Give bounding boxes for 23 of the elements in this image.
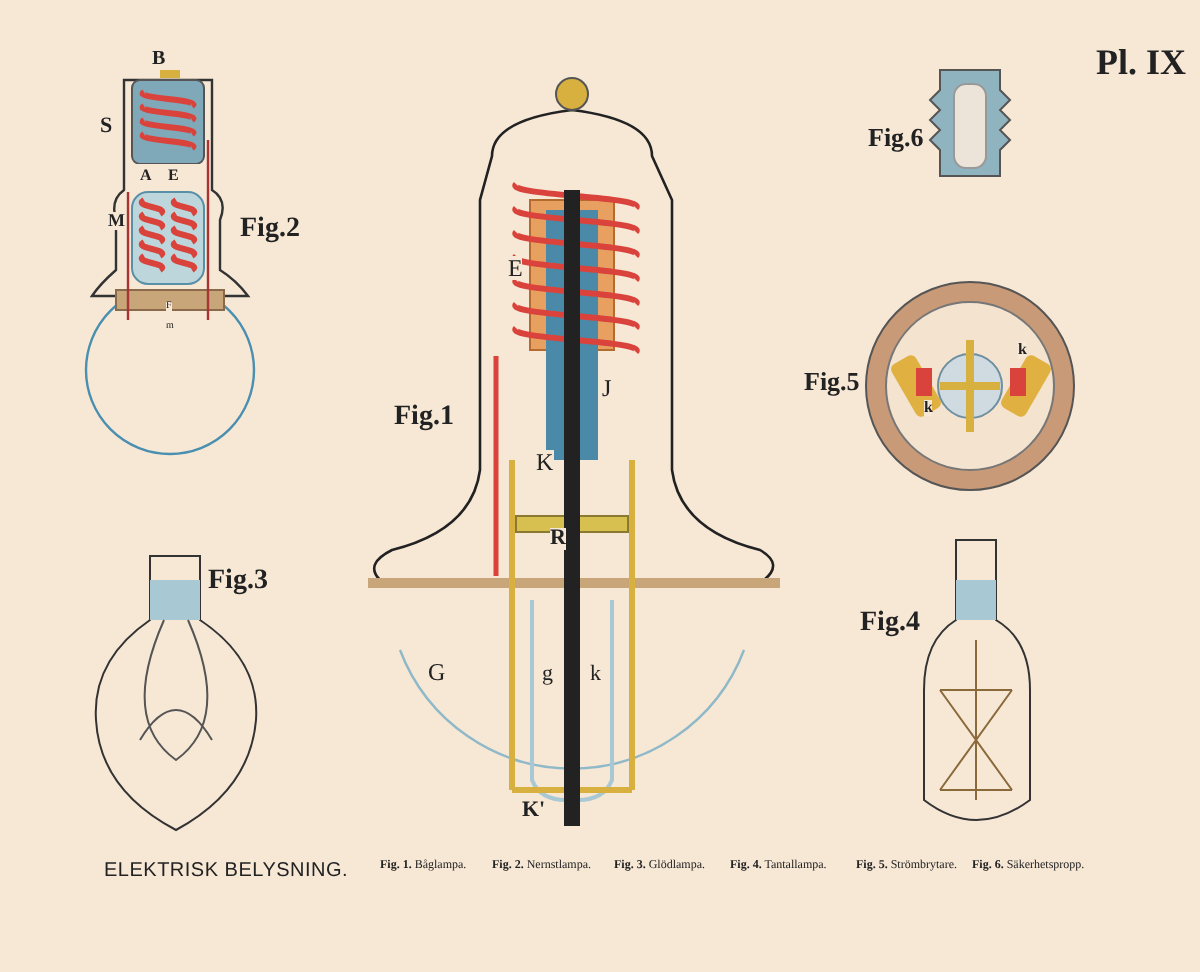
figure-label: A <box>140 168 152 184</box>
figure-label: S <box>100 116 113 138</box>
figure-label: J <box>602 376 612 400</box>
figure-label: g <box>542 664 553 686</box>
figure-label: K' <box>522 800 546 822</box>
figure-label: Pl. IX <box>1096 44 1186 80</box>
figure-label: Fig.3 <box>208 568 268 596</box>
figure-label: Fig.4 <box>860 610 920 638</box>
figure-label: R <box>550 528 566 550</box>
figure-label: B <box>152 50 166 70</box>
figure-label: G <box>428 660 446 684</box>
figure-label: Fig.1 <box>394 404 454 432</box>
figure-label: K <box>536 450 554 474</box>
figure-label: k <box>924 400 933 416</box>
figure-label: Fig.6 <box>868 124 924 150</box>
figure-label: Fig.2 <box>240 216 300 244</box>
figure-label: E <box>508 256 523 280</box>
title: ELEKTRISK BELYSNING. <box>104 858 349 886</box>
figure-label: k <box>1018 342 1027 358</box>
figure-label: E <box>168 168 179 184</box>
figure-label: M <box>108 212 125 230</box>
figure-label: k <box>590 664 601 686</box>
figure-label: Fig.5 <box>804 368 860 394</box>
